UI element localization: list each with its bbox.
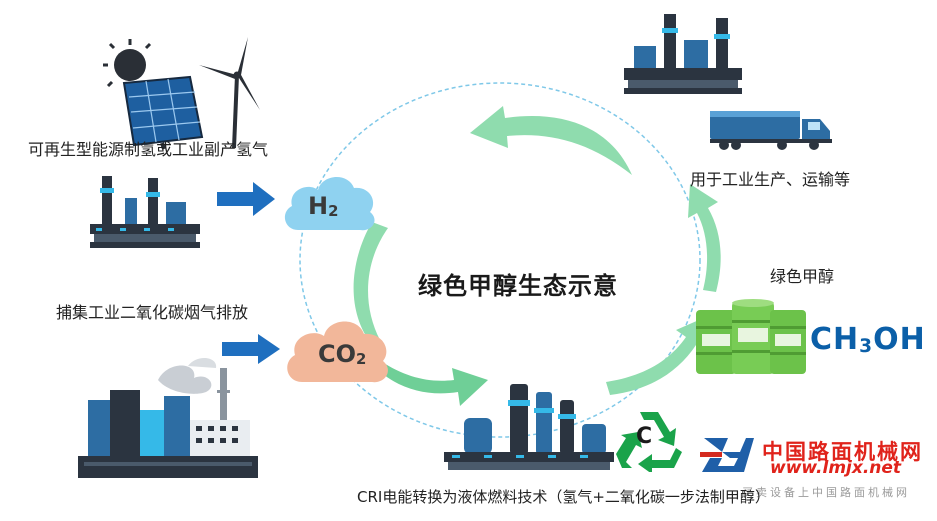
arrow-h2-blue (217, 182, 275, 216)
label-green-methanol: 绿色甲醇 (770, 267, 835, 286)
arrow-bottom (356, 342, 488, 406)
arrow-right-upper (688, 184, 721, 292)
watermark-logo-icon (700, 438, 754, 472)
diagram-title: 绿色甲醇生态示意 (418, 272, 618, 300)
refinery-icon (90, 176, 200, 248)
label-usage: 用于工业生产、运输等 (690, 170, 851, 189)
h2-cloud (284, 176, 375, 231)
arrow-left-arc (353, 222, 388, 345)
co2-cloud (287, 321, 388, 383)
co2-formula: CO2 (318, 340, 367, 369)
refinery-top-icon (624, 14, 742, 94)
cri-plant-icon (444, 384, 614, 470)
label-cri-technology: CRI电能转换为液体燃料技术（氢气+二氧化碳一步法制甲醇） (357, 488, 770, 506)
recycle-icon (616, 412, 682, 472)
arrow-co2-blue (222, 334, 280, 364)
industrial-plant-icon (78, 357, 258, 478)
truck-icon (710, 111, 832, 150)
solar-wind-icon (103, 37, 260, 150)
arrow-top (470, 106, 632, 175)
recycle-letter: C (636, 424, 653, 449)
watermark-name: 中国路面机械网 (762, 440, 923, 464)
ch3oh-formula: CH3OH (810, 322, 926, 357)
h2-formula: H2 (308, 192, 339, 221)
watermark-subtitle: 买卖设备上中国路面机械网 (742, 486, 910, 499)
methanol-barrels-icon (696, 299, 806, 374)
label-industrial-co2: 捕集工业二氧化碳烟气排放 (56, 303, 249, 322)
watermark-url: www.lmjx.net (770, 458, 902, 478)
label-renewable-hydrogen: 可再生型能源制氢或工业副产氢气 (28, 140, 269, 159)
